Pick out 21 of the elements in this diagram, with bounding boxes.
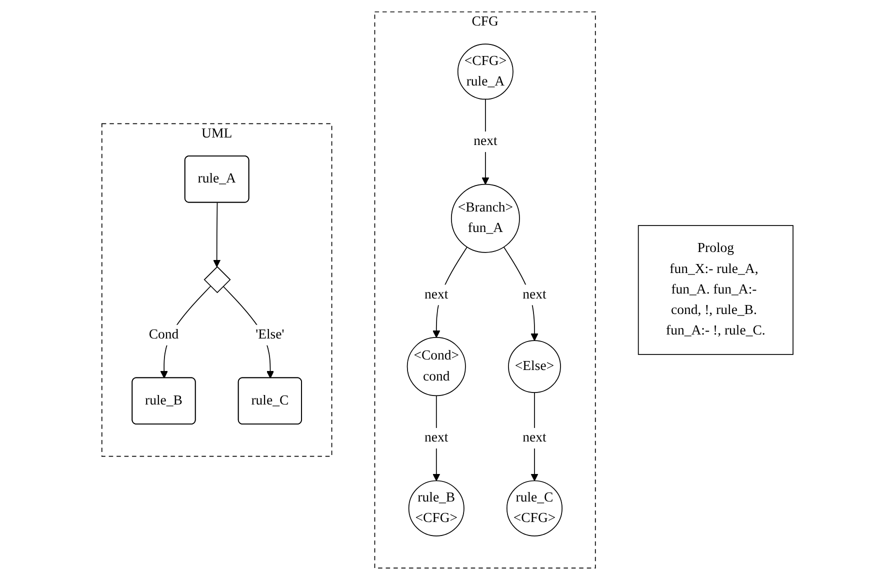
arrow [432, 246, 468, 338]
edge-label: next [522, 287, 546, 302]
edge-label: next [522, 430, 546, 446]
arrow [482, 98, 490, 185]
node-circle: <CFG> rule_A [458, 44, 514, 100]
arrow [503, 246, 538, 341]
edge-label: Cond [148, 327, 179, 342]
node-circle: rule_C <CFG> [506, 480, 563, 536]
node-circle: rule_B <CFG> [408, 480, 464, 536]
node-circle: <Else> [508, 340, 561, 394]
arrow [530, 392, 538, 482]
node-circle: <Branch> fun_A [451, 184, 520, 253]
arrow [432, 395, 440, 482]
edge-label: next [424, 287, 448, 302]
edge-label: next [474, 134, 498, 149]
edge-label: 'Else' [256, 327, 284, 342]
edge-label: next [424, 430, 448, 446]
node-box: Prolog fun_X:- rule_A, fun_A. fun_A:- cond, !, rule_B. fun_A:- !, rule_C. [638, 225, 794, 355]
node-circle: <Cond> cond [406, 337, 466, 396]
node-diamond [204, 266, 231, 294]
arrow [213, 202, 221, 268]
